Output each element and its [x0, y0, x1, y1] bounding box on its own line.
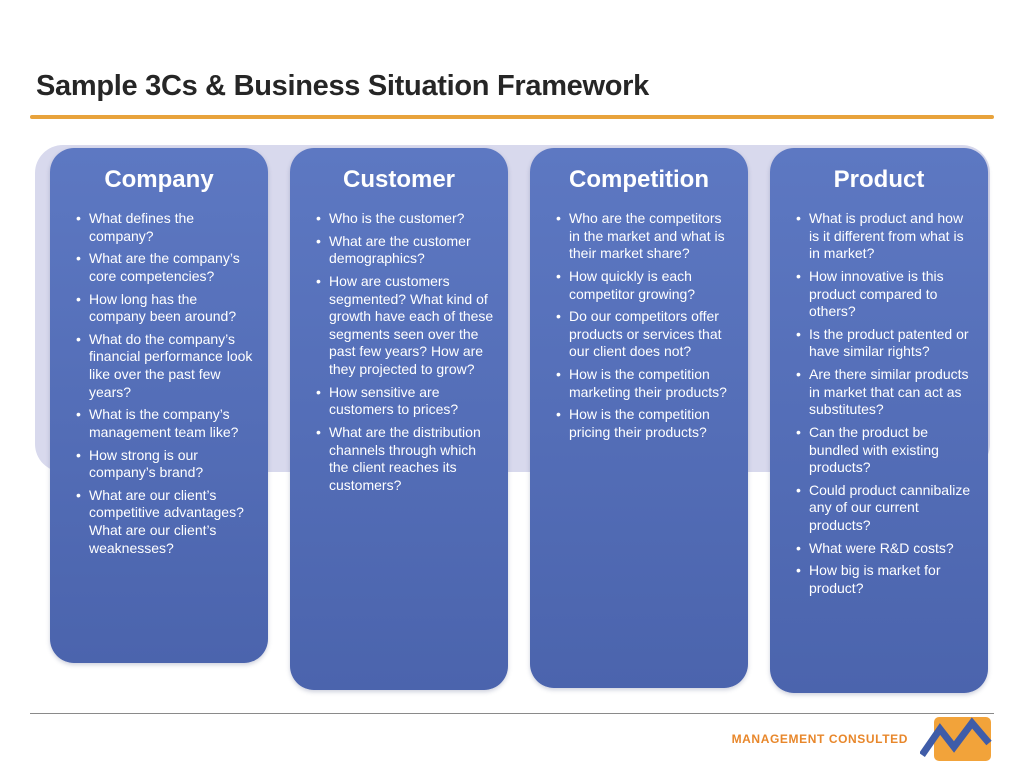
title-underline	[30, 115, 994, 119]
bullet-item: How long has the company been around?	[76, 291, 255, 326]
bullet-item: What are the customer demographics?	[316, 233, 495, 268]
column-competition-title: Competition	[569, 166, 709, 193]
framework-columns: Company What defines the company? What ar…	[50, 148, 988, 693]
footer-divider	[30, 713, 994, 714]
column-customer-bullets: Who is the customer? What are the custome…	[290, 204, 508, 494]
column-company-title: Company	[104, 166, 214, 193]
column-competition: Competition Who are the competitors in t…	[530, 148, 748, 688]
column-customer-title: Customer	[342, 166, 456, 193]
bullet-item: What are the distribution channels throu…	[316, 424, 495, 495]
bullet-item: How big is market for product?	[796, 562, 975, 597]
bullet-item: What is the company’s management team li…	[76, 406, 255, 441]
bullet-item: Could product cannibalize any of our cur…	[796, 482, 975, 535]
bullet-item: What defines the company?	[76, 210, 255, 245]
bullet-item: What are the company’s core competencies…	[76, 250, 255, 285]
bullet-item: Who are the competitors in the market an…	[556, 210, 735, 263]
bullet-item: How strong is our company’s brand?	[76, 447, 255, 482]
footer-brand: MANAGEMENT CONSULTED	[732, 716, 992, 762]
brand-name: MANAGEMENT CONSULTED	[731, 732, 908, 746]
bullet-item: How is the competition pricing their pro…	[556, 406, 735, 441]
column-company-bullets: What defines the company? What are the co…	[50, 204, 268, 557]
bullet-item: What were R&D costs?	[796, 540, 975, 558]
management-consulted-logo	[920, 717, 992, 761]
column-company: Company What defines the company? What ar…	[50, 148, 268, 663]
bullet-item: How is the competition marketing their p…	[556, 366, 735, 401]
bullet-item: Is the product patented or have similar …	[796, 326, 975, 361]
slide-title: Sample 3Cs & Business Situation Framewor…	[36, 70, 649, 102]
bullet-item: How innovative is this product compared …	[796, 268, 975, 321]
bullet-item: What do the company’s financial performa…	[76, 331, 255, 402]
bullet-item: How sensitive are customers to prices?	[316, 384, 495, 419]
bullet-item: Do our competitors offer products or ser…	[556, 308, 735, 361]
bullet-item: What is product and how is it different …	[796, 210, 975, 263]
bullet-item: How are customers segmented? What kind o…	[316, 273, 495, 379]
bullet-item: Are there similar products in market tha…	[796, 366, 975, 419]
bullet-item: What are our client’s competitive advant…	[76, 487, 255, 558]
column-customer: Customer Who is the customer? What are th…	[290, 148, 508, 690]
bullet-item: Can the product be bundled with existing…	[796, 424, 975, 477]
column-product-title: Product	[833, 166, 925, 193]
column-product-bullets: What is product and how is it different …	[770, 204, 988, 598]
bullet-item: Who is the customer?	[316, 210, 495, 228]
column-competition-bullets: Who are the competitors in the market an…	[530, 204, 748, 442]
column-product: Product What is product and how is it di…	[770, 148, 988, 693]
bullet-item: How quickly is each competitor growing?	[556, 268, 735, 303]
